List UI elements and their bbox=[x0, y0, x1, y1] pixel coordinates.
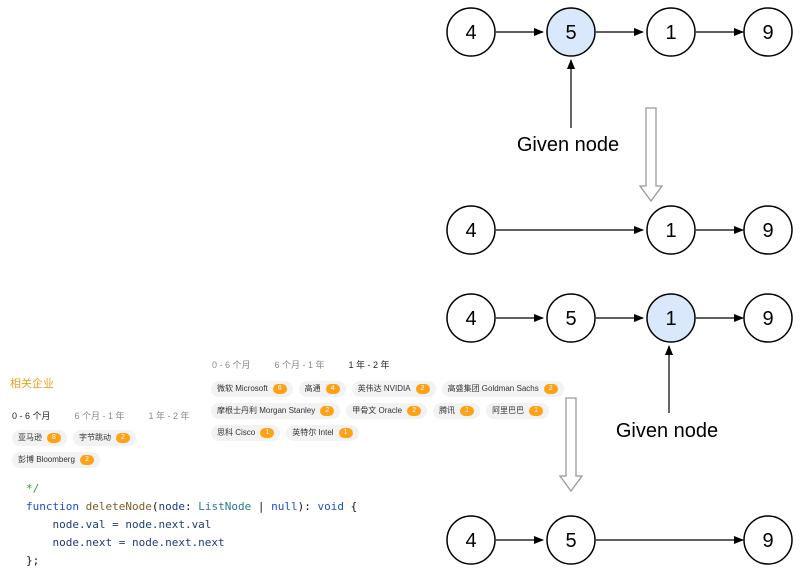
company-tag[interactable]: 高盛集团 Goldman Sachs 2 bbox=[441, 381, 564, 397]
list-node bbox=[743, 7, 793, 57]
code-comment: */ bbox=[26, 482, 40, 495]
count-badge: 2 bbox=[320, 406, 335, 416]
list-node bbox=[743, 515, 793, 565]
node-label: 9 bbox=[762, 220, 773, 242]
tab-0-6-months[interactable]: 0 - 6 个月 bbox=[12, 411, 51, 421]
count-badge: 1 bbox=[529, 406, 544, 416]
list-row-4: 4 5 9 bbox=[446, 515, 793, 565]
code-line: node.next = node.next.next bbox=[26, 536, 225, 549]
list-node bbox=[446, 293, 496, 343]
company-name: 甲骨文 Oracle bbox=[352, 406, 403, 415]
list-node bbox=[646, 7, 696, 57]
code-keyword: function bbox=[26, 500, 79, 513]
code-param: node bbox=[158, 500, 185, 513]
company-tag[interactable]: 思科 Cisco 1 bbox=[211, 425, 281, 441]
count-badge: 6 bbox=[272, 384, 287, 394]
company-name: 英特尔 Intel bbox=[292, 428, 334, 437]
count-badge: 1 bbox=[260, 428, 275, 438]
node-label: 5 bbox=[565, 22, 576, 44]
company-name: 腾讯 bbox=[439, 406, 456, 415]
company-tag[interactable]: 微软 Microsoft 6 bbox=[211, 381, 293, 397]
company-tag[interactable]: 彭博 Bloomberg 2 bbox=[12, 452, 100, 468]
list-node bbox=[646, 205, 696, 255]
tab-6-12-months[interactable]: 6 个月 - 1 年 bbox=[74, 411, 125, 421]
company-name: 思科 Cisco bbox=[217, 428, 256, 437]
list-row-1: 4 5 1 9 bbox=[446, 7, 793, 57]
company-tag[interactable]: 摩根士丹利 Morgan Stanley 2 bbox=[211, 403, 341, 419]
code-type: ListNode bbox=[198, 500, 252, 513]
company-tag[interactable]: 阿里巴巴 1 bbox=[486, 403, 550, 419]
company-name: 字节跳动 bbox=[79, 433, 111, 442]
node-label: 4 bbox=[465, 530, 476, 552]
company-tag[interactable]: 字节跳动 2 bbox=[73, 430, 136, 446]
count-badge: 1 bbox=[460, 406, 475, 416]
list-row-3: 4 5 1 9 bbox=[446, 293, 793, 343]
tab-1-2-years[interactable]: 1 年 - 2 年 bbox=[348, 360, 390, 370]
company-tags-small: 亚马逊 8 字节跳动 2 彭博 Bloomberg 2 bbox=[12, 430, 212, 468]
tab-6-12-months[interactable]: 6 个月 - 1 年 bbox=[274, 360, 325, 370]
company-tag[interactable]: 亚马逊 8 bbox=[12, 430, 67, 446]
code-keyword: void bbox=[317, 500, 344, 513]
tab-1-2-years[interactable]: 1 年 - 2 年 bbox=[148, 411, 190, 421]
company-tag[interactable]: 高通 4 bbox=[298, 381, 346, 397]
list-row-2: 4 1 9 bbox=[446, 205, 793, 255]
company-name: 微软 Microsoft bbox=[217, 384, 268, 393]
code-function-name: deleteNode bbox=[85, 500, 152, 513]
transition-arrow-icon bbox=[558, 397, 584, 493]
count-badge: 2 bbox=[415, 384, 430, 394]
company-tag[interactable]: 英特尔 Intel 1 bbox=[286, 425, 359, 441]
company-name: 英伟达 NVIDIA bbox=[357, 384, 411, 393]
count-badge: 2 bbox=[407, 406, 422, 416]
list-node-highlighted bbox=[646, 293, 696, 343]
code-snippet: */ function deleteNode(node: ListNode | … bbox=[26, 482, 358, 567]
list-node bbox=[446, 205, 496, 255]
company-name: 高盛集团 Goldman Sachs bbox=[447, 384, 539, 393]
node-label: 4 bbox=[465, 22, 476, 44]
company-name: 彭博 Bloomberg bbox=[18, 455, 75, 464]
count-badge: 1 bbox=[338, 428, 353, 438]
list-node bbox=[446, 7, 496, 57]
list-node bbox=[743, 205, 793, 255]
list-node bbox=[546, 293, 596, 343]
tab-0-6-months[interactable]: 0 - 6 个月 bbox=[212, 360, 251, 370]
time-range-tabs-large: 0 - 6 个月 6 个月 - 1 年 1 年 - 2 年 bbox=[212, 358, 390, 371]
related-companies-title: 相关企业 bbox=[10, 378, 54, 390]
transition-arrow-icon bbox=[638, 107, 664, 203]
company-name: 摩根士丹利 Morgan Stanley bbox=[217, 406, 316, 415]
count-badge: 4 bbox=[325, 384, 340, 394]
code-line: }; bbox=[26, 554, 40, 567]
list-node bbox=[546, 515, 596, 565]
company-tag[interactable]: 英伟达 NVIDIA 2 bbox=[351, 381, 436, 397]
company-name: 阿里巴巴 bbox=[492, 406, 525, 415]
company-tag[interactable]: 腾讯 1 bbox=[433, 403, 481, 419]
time-range-tabs-small: 0 - 6 个月 6 个月 - 1 年 1 年 - 2 年 bbox=[12, 409, 190, 422]
list-node-highlighted bbox=[546, 7, 596, 57]
node-label: 4 bbox=[465, 220, 476, 242]
node-label: 1 bbox=[665, 220, 676, 242]
count-badge: 2 bbox=[116, 433, 130, 443]
node-label: 1 bbox=[665, 22, 676, 44]
code-line: node.val = node.next.val bbox=[26, 518, 212, 531]
count-badge: 2 bbox=[543, 384, 558, 394]
node-label: 5 bbox=[565, 530, 576, 552]
count-badge: 8 bbox=[47, 433, 61, 443]
company-name: 亚马逊 bbox=[18, 433, 42, 442]
count-badge: 2 bbox=[79, 455, 94, 465]
given-node-caption: Given node bbox=[517, 134, 619, 156]
code-keyword: null bbox=[271, 500, 298, 513]
node-label: 5 bbox=[565, 308, 576, 330]
node-label: 9 bbox=[762, 530, 773, 552]
company-tag[interactable]: 甲骨文 Oracle 2 bbox=[346, 403, 428, 419]
node-label: 1 bbox=[665, 308, 676, 330]
given-node-caption: Given node bbox=[616, 420, 718, 442]
company-name: 高通 bbox=[304, 384, 321, 393]
node-label: 9 bbox=[762, 22, 773, 44]
node-label: 4 bbox=[465, 308, 476, 330]
node-label: 9 bbox=[762, 308, 773, 330]
list-node bbox=[446, 515, 496, 565]
company-tags-large: 微软 Microsoft 6 高通 4 英伟达 NVIDIA 2 高盛集团 Goldm… bbox=[211, 381, 591, 441]
list-node bbox=[743, 293, 793, 343]
